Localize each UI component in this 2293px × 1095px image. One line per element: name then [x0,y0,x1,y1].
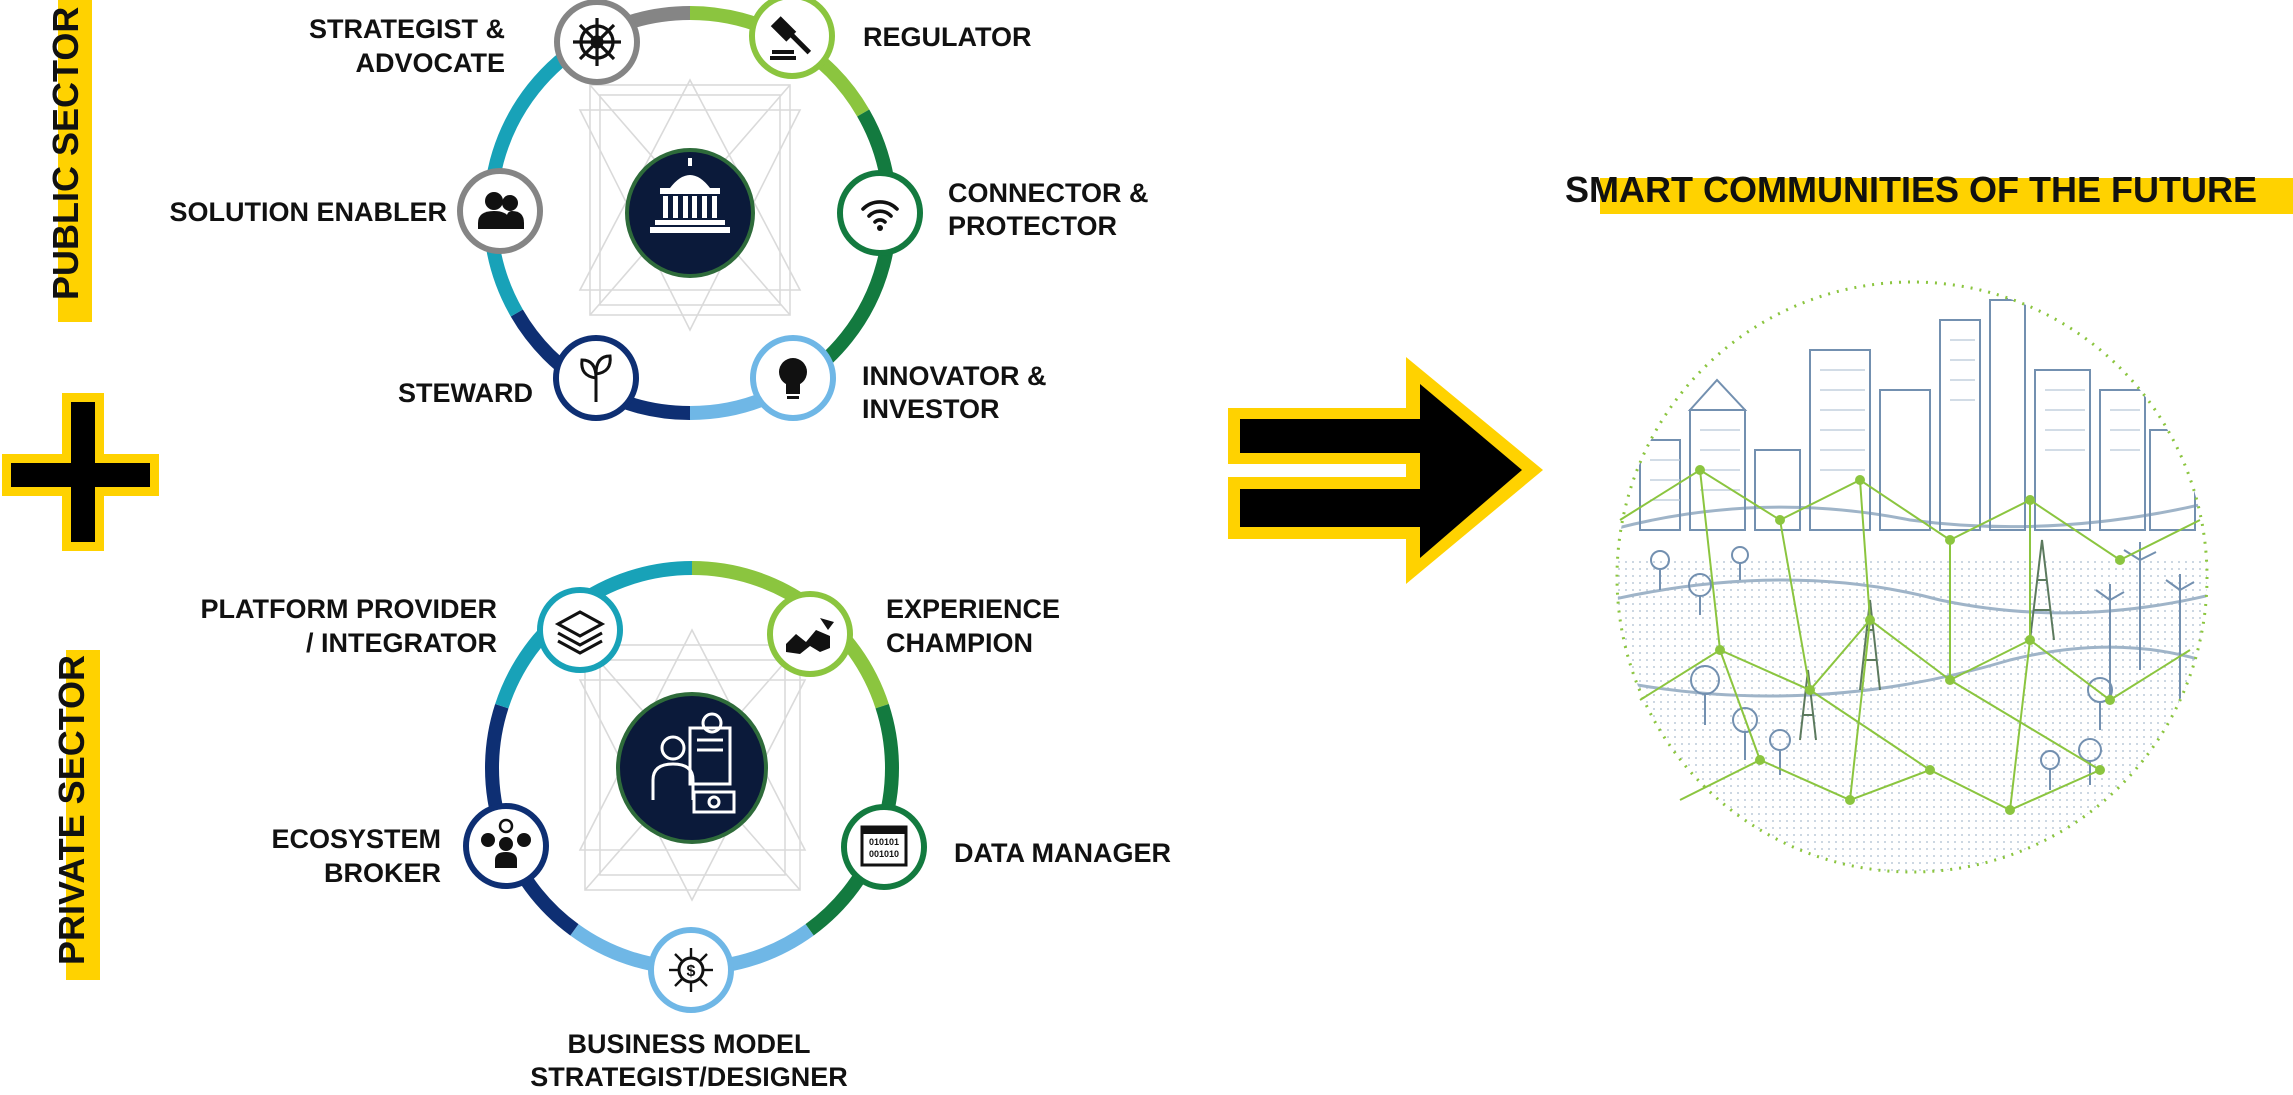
role-label-strategist-line1: STRATEGIST & [309,14,505,44]
role-label-ecosystem-line1: ECOSYSTEM [271,824,441,854]
public-ring-segment [483,33,594,317]
role-label-platform-line1: PLATFORM PROVIDER [201,594,498,624]
role-label-data-manager: DATA MANAGER [954,838,1171,868]
gavel-icon [749,0,835,79]
handshake-chart-icon [767,591,853,677]
public-sector-text: PUBLIC SECTOR [45,7,86,300]
private-hub [616,692,768,844]
public-role-nodes [457,0,923,421]
private-sector-text: PRIVATE SECTOR [51,655,92,965]
role-label-innovator-line1: INNOVATOR & [862,361,1047,391]
private-sector-label: PRIVATE SECTOR [51,650,100,980]
svg-text:001010: 001010 [869,849,899,859]
private-role-nodes: 010101 001010 $ [463,587,927,1013]
government-building-icon [650,158,730,233]
role-label-business-model-line2: STRATEGIST/DESIGNER [530,1062,848,1092]
smart-city-illustration-icon [1615,280,2209,874]
public-sector-wheel [483,6,897,420]
future-title: SMART COMMUNITIES OF THE FUTURE [1565,169,2257,210]
role-label-steward: STEWARD [398,378,533,408]
network-nodes [1695,465,2125,815]
equals-arrow-icon [1228,357,1543,584]
plus-icon [2,393,159,551]
people-icon [457,168,543,254]
role-label-business-model-line1: BUSINESS MODEL [567,1029,810,1059]
wifi-icon [837,170,923,256]
sprout-icon [553,335,639,421]
layers-icon [537,587,623,673]
business-person-icon [651,712,736,814]
public-hub [625,148,755,278]
role-label-ecosystem-line2: BROKER [324,858,441,888]
lightbulb-icon [750,335,836,421]
svg-text:$: $ [687,963,696,980]
svg-text:010101: 010101 [869,837,899,847]
role-label-platform-line2: / INTEGRATOR [306,628,497,658]
role-label-regulator: REGULATOR [863,22,1032,52]
role-label-strategist-line2: ADVOCATE [355,48,505,78]
broker-icon [463,803,549,889]
role-label-experience-line1: EXPERIENCE [886,594,1060,624]
public-sector-label: PUBLIC SECTOR [45,0,92,322]
future-title-block: SMART COMMUNITIES OF THE FUTURE [1565,169,2293,214]
private-role-labels: PLATFORM PROVIDER / INTEGRATOR EXPERIENC… [201,594,1171,1092]
public-role-labels: STRATEGIST & ADVOCATE REGULATOR CONNECTO… [169,14,1148,424]
ship-wheel-icon [554,0,640,85]
binary-data-icon: 010101 001010 [841,804,927,890]
role-label-connector-line1: CONNECTOR & [948,178,1149,208]
role-label-innovator-line2: INVESTOR [862,394,1000,424]
role-label-experience-line2: CHAMPION [886,628,1033,658]
role-label-connector-line2: PROTECTOR [948,211,1117,241]
role-label-solution-enabler: SOLUTION ENABLER [169,197,447,227]
money-network-icon: $ [648,927,734,1013]
